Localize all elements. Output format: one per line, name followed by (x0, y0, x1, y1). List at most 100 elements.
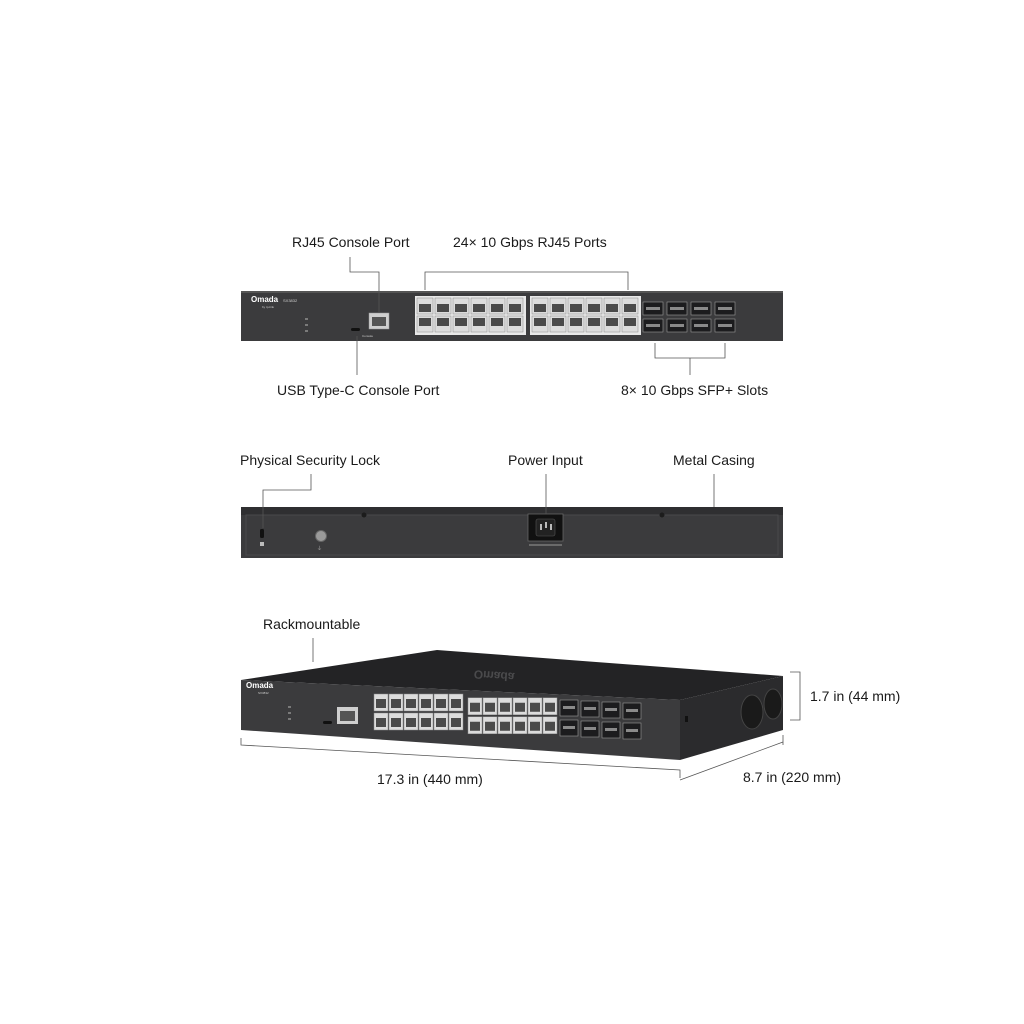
rj45-port-socket (500, 702, 510, 712)
callout-rj45-console-port: RJ45 Console Port (292, 234, 410, 250)
rj45-port-socket (545, 721, 555, 731)
rj45-port-socket (570, 304, 582, 312)
rj45-port-socket (470, 721, 480, 731)
rj45-port-socket (515, 721, 525, 731)
rj45-port-socket (421, 718, 431, 727)
front-model: SX3832 (283, 298, 298, 303)
sfp-slot-latch (646, 307, 660, 310)
rj45-port-socket (606, 318, 618, 326)
security-lock-slot (260, 529, 264, 538)
rj45-port-socket (421, 699, 431, 708)
rj45-port-socket (515, 702, 525, 712)
rj45-port-socket (485, 721, 495, 731)
rj45-port-socket (534, 304, 546, 312)
sfp-slot-latch (670, 324, 684, 327)
dimension-height-label: 1.7 in (44 mm) (810, 688, 901, 704)
rj45-port-socket (545, 702, 555, 712)
callout-rj45-ports: 24× 10 Gbps RJ45 Ports (453, 234, 607, 250)
rj45-port-socket (470, 702, 480, 712)
rear-panel-drawing: ⏚ (241, 474, 783, 558)
sfp-slot-latch (646, 324, 660, 327)
rj45-port-socket (552, 304, 564, 312)
angled-view-drawing: Omada Omada SX3832 (240, 638, 801, 781)
rj45-port-socket (406, 718, 416, 727)
front-brand-logo: Omada (251, 295, 279, 304)
rj45-port-socket (436, 718, 446, 727)
sfp-slot-latch (563, 726, 575, 729)
rj45-port-socket (455, 304, 467, 312)
rj45-port-socket (530, 721, 540, 731)
sfp-slot-latch (605, 728, 617, 731)
dimension-width-label: 17.3 in (440 mm) (377, 771, 483, 787)
rj45-port-socket (376, 699, 386, 708)
rj45-port-socket (485, 702, 495, 712)
ground-symbol: ⏚ (317, 545, 322, 552)
sfp-slot-latch (563, 706, 575, 709)
rj45-port-socket (588, 304, 600, 312)
rj45-port-socket (451, 699, 461, 708)
usb-c-console-port (351, 328, 360, 331)
angled-rj45-port-block (373, 693, 558, 735)
console-caption: Console (362, 334, 373, 338)
rj45-port-socket (530, 702, 540, 712)
front-panel-drawing: Omada by tp-link SX3832 Console (241, 257, 783, 375)
dimension-depth-label: 8.7 in (220 mm) (743, 769, 842, 785)
rj45-port-socket (509, 304, 521, 312)
rj45-port-socket (437, 318, 449, 326)
rj45-port-socket (391, 699, 401, 708)
callout-security-lock: Physical Security Lock (240, 452, 381, 468)
callout-rackmountable: Rackmountable (263, 616, 361, 632)
leader-security-lock (262, 474, 312, 528)
fan-vent (763, 688, 783, 720)
angled-brand-logo: Omada (246, 681, 274, 690)
leader-sfp-slots (654, 343, 726, 359)
rj45-port-socket (509, 318, 521, 326)
rj45-port-socket (624, 304, 636, 312)
rj45-port-socket (491, 318, 503, 326)
rj45-port-socket (436, 699, 446, 708)
sfp-slot-latch (605, 708, 617, 711)
screw-icon (659, 512, 665, 518)
callout-power-input: Power Input (508, 452, 583, 468)
sfp-slot-latch (626, 709, 638, 712)
angled-model: SX3832 (258, 691, 269, 695)
fan-vent (740, 694, 764, 730)
led-indicator (305, 330, 308, 332)
usb-c-console-port (323, 721, 332, 724)
dimension-width (240, 738, 681, 778)
rj45-port-socket (500, 721, 510, 731)
led-indicator (305, 324, 308, 326)
led-indicator (288, 712, 291, 714)
leader-rj45-ports (424, 271, 629, 290)
led-indicator (288, 718, 291, 720)
front-brand-sub: by tp-link (262, 305, 275, 309)
rj45-port-socket (419, 304, 431, 312)
rj45-port-block (415, 296, 641, 335)
sfp-slot-latch (694, 307, 708, 310)
callout-usb-console-port: USB Type-C Console Port (277, 382, 440, 398)
sfp-slot-latch (718, 307, 732, 310)
rj45-port-socket (419, 318, 431, 326)
screw-icon (361, 512, 367, 518)
angled-leader-lines (240, 638, 801, 781)
rj45-port-socket (406, 699, 416, 708)
sfp-slot-latch (718, 324, 732, 327)
rj45-port-socket (473, 304, 485, 312)
rj45-port-socket (624, 318, 636, 326)
sfp-slot-latch (626, 729, 638, 732)
rj45-port-socket (552, 318, 564, 326)
rj45-port-socket (588, 318, 600, 326)
sfp-slot-latch (694, 324, 708, 327)
rj45-port-socket (376, 718, 386, 727)
rj45-port-socket (391, 718, 401, 727)
rj45-port-socket (473, 318, 485, 326)
dimension-height (790, 671, 801, 721)
angled-sfp-slot-block (559, 699, 642, 740)
rj45-port-socket (534, 318, 546, 326)
leader-rj45-console (349, 257, 380, 313)
led-indicator (288, 706, 291, 708)
front-leader-lines (349, 257, 726, 375)
sfp-slot-latch (584, 707, 596, 710)
sfp-slot-latch (670, 307, 684, 310)
